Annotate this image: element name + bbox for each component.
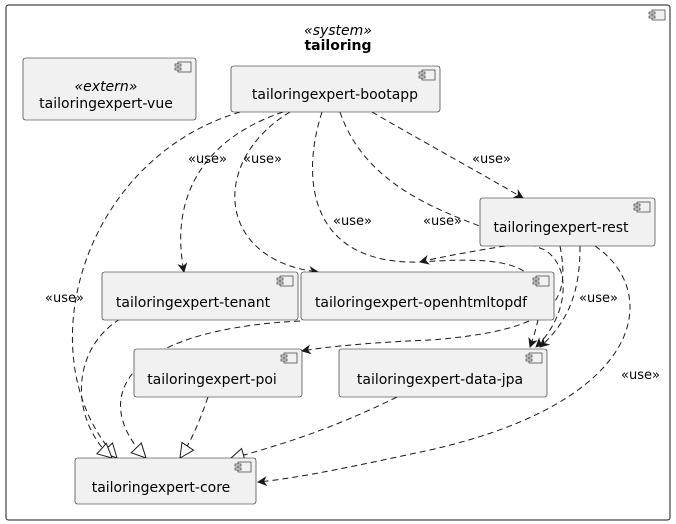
edge-label-bootapp-datajpa-1: «use» [333, 214, 372, 229]
edge-label-bootapp-openhtmltopdf: «use» [243, 152, 282, 167]
component-tailoringexpert-poi[interactable]: tailoringexpert-poi [133, 348, 303, 398]
edge-rest-poi [301, 245, 564, 355]
component-tailoringexpert-core[interactable]: tailoringexpert-core [74, 457, 257, 505]
component-icon [532, 275, 550, 287]
component-label: tailoringexpert-bootapp [252, 87, 418, 103]
component-icon [234, 461, 252, 473]
component-stereotype: «extern» [75, 79, 138, 95]
edge-label-rest-core: «use» [621, 368, 660, 383]
edge-label-bootapp-core: «use» [45, 291, 84, 306]
system-component-icon [648, 9, 666, 21]
component-label: tailoringexpert-vue [39, 96, 173, 112]
edge-datajpa-core [230, 396, 398, 459]
component-tailoringexpert-vue[interactable]: «extern» tailoringexpert-vue [22, 57, 197, 121]
component-label: tailoringexpert-tenant [116, 295, 271, 311]
component-tailoringexpert-openhtmltopdf[interactable]: tailoringexpert-openhtmltopdf [300, 271, 555, 321]
component-tailoringexpert-data-jpa[interactable]: tailoringexpert-data-jpa [338, 348, 548, 398]
edge-bootapp-tenant [177, 111, 284, 273]
component-label: tailoringexpert-data-jpa [357, 372, 523, 388]
edges [72, 111, 631, 487]
edge-openhtmltopdf-core [120, 320, 301, 458]
component-label: tailoringexpert-rest [493, 220, 629, 236]
edge-rest-openhtmltopdf [419, 245, 506, 265]
edge-bootapp-openhtmltopdf [234, 111, 319, 276]
system-title: tailoring [304, 38, 371, 54]
component-icon [418, 69, 436, 81]
component-tailoringexpert-rest[interactable]: tailoringexpert-rest [479, 197, 656, 247]
component-tailoringexpert-tenant[interactable]: tailoringexpert-tenant [101, 271, 299, 321]
component-icon [276, 275, 294, 287]
edge-label-bootapp-datajpa-2: «use» [423, 214, 462, 229]
component-tailoringexpert-bootapp[interactable]: tailoringexpert-bootapp [230, 65, 441, 113]
component-icon [633, 201, 651, 213]
component-icon [525, 352, 543, 364]
component-label: tailoringexpert-core [92, 480, 231, 496]
edge-tenant-core [81, 318, 121, 458]
edge-rest-core [257, 245, 631, 487]
edge-label-bootapp-rest: «use» [472, 152, 511, 167]
system-stereotype: «system» [304, 23, 372, 39]
edge-poi-core [180, 396, 209, 458]
edge-label-rest-poi: «use» [579, 291, 618, 306]
edge-labels: «use» «use» «use» «use» «use» «use» «use… [45, 152, 660, 383]
component-icon [174, 61, 192, 73]
edge-bootapp-rest [371, 111, 524, 199]
edge-label-bootapp-tenant: «use» [188, 152, 227, 167]
component-label: tailoringexpert-openhtmltopdf [315, 295, 528, 311]
component-icon [280, 352, 298, 364]
component-label: tailoringexpert-poi [147, 372, 277, 388]
edge-rest-datajpa [539, 245, 581, 348]
